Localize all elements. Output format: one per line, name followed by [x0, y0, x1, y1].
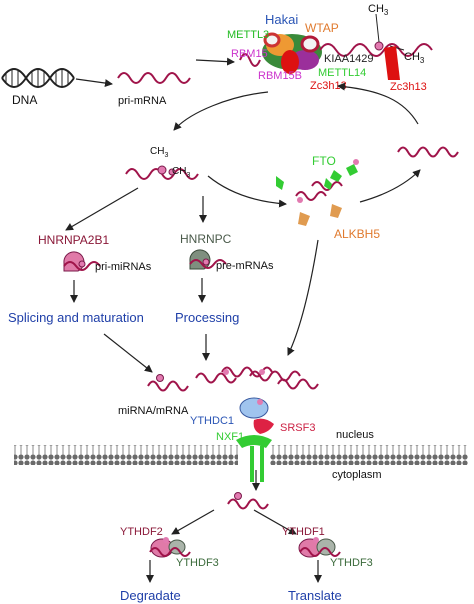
nucleus-label: nucleus	[336, 429, 374, 441]
hnrnpc-protein	[189, 249, 227, 270]
arrow-eraser-to-demethylated	[359, 169, 421, 203]
wtap-label: WTAP	[305, 21, 339, 35]
pri-mirnas-label: pri-miRNAs	[95, 261, 152, 273]
ythdf1-label: YTHDF1	[282, 526, 325, 538]
alkbh5-label: ALKBH5	[334, 227, 380, 241]
ythdf3-label-a: YTHDF3	[176, 557, 219, 569]
arrow-to-ythdf2	[171, 509, 215, 535]
hakai-label: Hakai	[265, 12, 298, 27]
mirna-mrna-label: miRNA/mRNA	[118, 405, 189, 417]
srsf3-label: SRSF3	[280, 422, 315, 434]
ch3-mid-b: CH3	[172, 166, 190, 179]
zc3h13-label-b: Zc3h13	[390, 81, 427, 93]
ythdf2-complex	[149, 537, 191, 558]
eraser-zone	[276, 159, 359, 226]
hnrnpa2b1-label: HNRNPA2B1	[38, 233, 109, 247]
mettl3-label: METTL3	[227, 29, 269, 41]
nuclear-membrane-right	[270, 445, 468, 465]
ythdf1-complex	[298, 537, 341, 558]
fto-label: FTO	[312, 154, 336, 168]
arrow-eraser-to-mrna	[287, 239, 319, 356]
splicing-label: Splicing and maturation	[8, 310, 144, 325]
dna-label: DNA	[12, 93, 37, 107]
ch3-top: CH3	[368, 3, 389, 17]
mettl14-label: METTL14	[318, 67, 366, 79]
pri-mrna-label: pri-mRNA	[118, 95, 167, 107]
pri-mrna-strand	[117, 72, 191, 84]
arrow-dna-to-primrna	[75, 78, 113, 87]
ch3-side: CH3	[404, 51, 425, 65]
ythdf2-label: YTHDF2	[120, 526, 163, 538]
mirna-mrna-cluster	[147, 366, 319, 392]
ythdc1-label: YTHDC1	[190, 415, 234, 427]
ythdf3-label-b: YTHDF3	[330, 557, 373, 569]
translate-label: Translate	[288, 588, 342, 603]
arrow-methylated-to-eraser	[207, 175, 287, 208]
hnrnpc-label: HNRNPC	[180, 232, 232, 246]
arrow-primrna-to-writer	[195, 57, 235, 66]
writer-complex	[239, 13, 433, 80]
arrow-splicing-to-mirna	[103, 333, 153, 373]
nuclear-membrane-left	[14, 445, 238, 465]
export-complex	[236, 397, 274, 482]
demethylated-rna	[397, 146, 459, 158]
dna-helix	[1, 68, 75, 88]
arrow-to-ythdf1	[253, 509, 297, 535]
hnrnpa2b1-protein	[63, 251, 101, 272]
cytoplasm-label: cytoplasm	[332, 469, 382, 481]
degradate-label: Degradate	[120, 588, 181, 603]
arrow-to-hnrnpa2b1	[65, 187, 139, 231]
arrow-writer-to-methylated	[173, 91, 269, 131]
nxf1-label: NXF1	[216, 431, 244, 443]
pre-mrnas-label: pre-mRNAs	[216, 260, 274, 272]
rbm15b-label: RBM15B	[258, 70, 302, 82]
arrow-demethylated-to-writer	[337, 82, 419, 125]
exported-rna	[227, 498, 269, 510]
kiaa1429-label: KIAA1429	[324, 53, 374, 65]
ch3-mid-a: CH3	[150, 146, 168, 159]
rbm15-label: RBM15	[231, 48, 268, 60]
processing-label: Processing	[175, 310, 239, 325]
